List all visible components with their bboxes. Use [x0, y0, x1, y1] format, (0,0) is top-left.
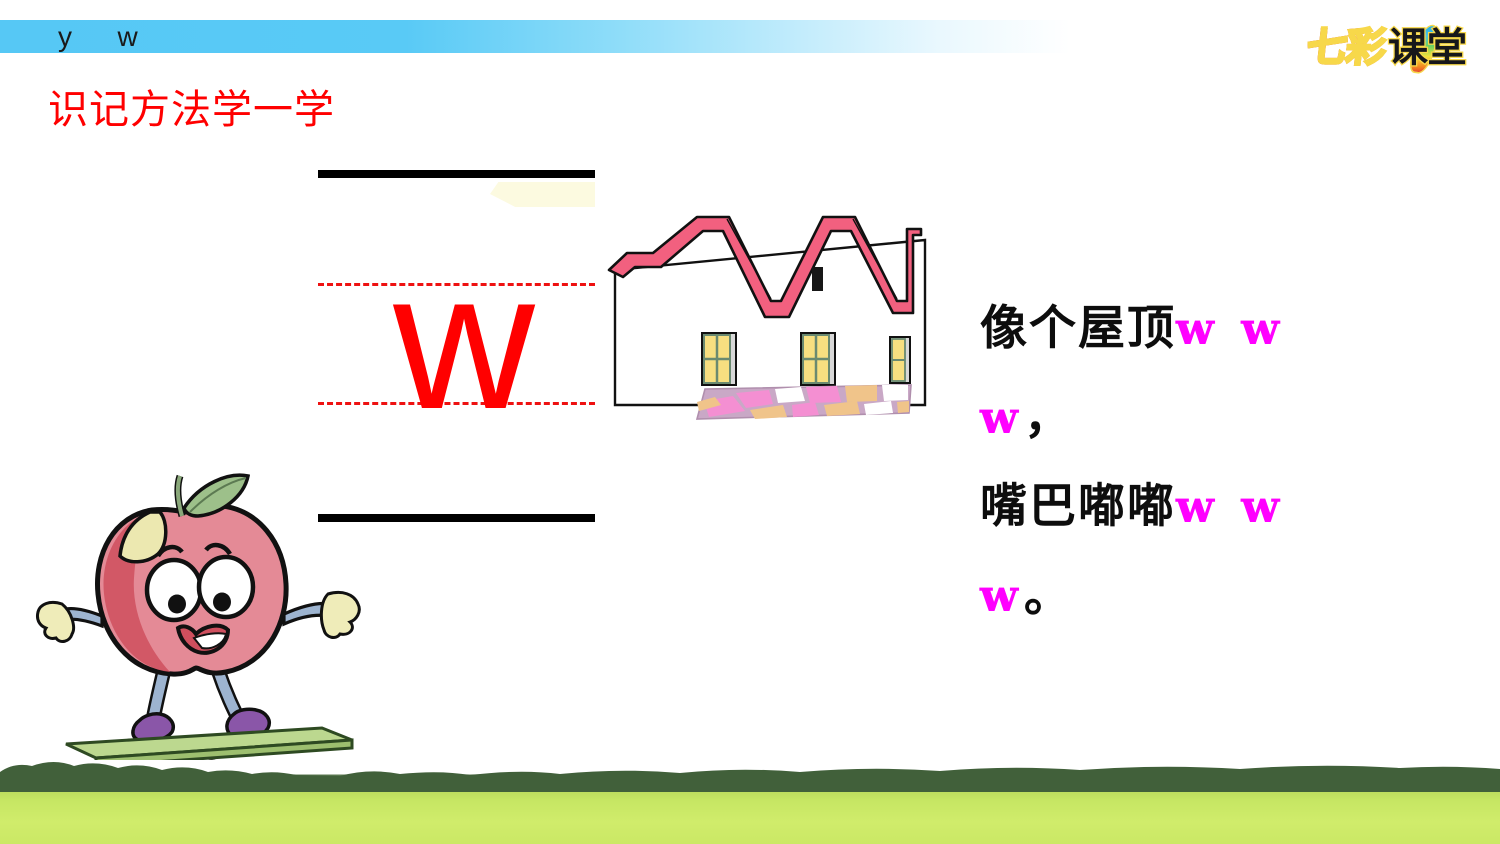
mnemonic-line-3: 嘴巴嘟嘟w w — [980, 463, 1440, 552]
mascot-bite-mark — [118, 510, 168, 564]
mnemonic-line-3-letters: w w — [1176, 482, 1286, 534]
mascot-right-glove — [319, 590, 361, 639]
grid-line-mid-upper — [318, 283, 595, 286]
brand-logo-colored-text: 七彩 — [1303, 24, 1388, 73]
house-stone-path — [695, 384, 912, 420]
mascot-left-pupil — [168, 594, 186, 614]
roof-seam-right — [852, 218, 898, 300]
pinyin-letter-w: w — [393, 231, 535, 450]
mnemonic-line-2-punct: ， — [1023, 390, 1073, 445]
grid-line-top — [318, 170, 595, 178]
mnemonic-line-3-chinese: 嘴巴嘟嘟 — [980, 479, 1176, 534]
mnemonic-line-2-letters: w — [980, 393, 1024, 445]
mascot-left-glove — [36, 600, 76, 643]
house-window-middle — [800, 332, 836, 386]
brand-logo: 七彩 课堂 — [1303, 20, 1469, 76]
mnemonic-line-1-letters: w w — [1176, 304, 1286, 356]
house-roof-w-shape — [607, 215, 923, 319]
house-window-right — [889, 336, 911, 384]
grassland-background — [0, 760, 1500, 844]
mascot-leaf-vein — [189, 477, 247, 513]
mascot-leaf — [182, 473, 251, 518]
mascot-teeth — [192, 632, 228, 650]
mnemonic-line-4: w。 — [980, 552, 1440, 641]
brand-logo-dark-text: 课堂 — [1387, 25, 1469, 71]
apple-mascot-illustration — [22, 432, 402, 792]
house-illustration — [605, 205, 950, 435]
mascot-stem — [175, 475, 184, 517]
mascot-right-eye — [196, 554, 256, 620]
mascot-left-shoe — [131, 712, 175, 744]
mascot-right-eyebrow — [204, 542, 232, 556]
mnemonic-line-1: 像个屋顶w w — [980, 285, 1440, 374]
house-window-left — [701, 332, 737, 386]
header-lesson-letters: y w — [58, 21, 148, 52]
header-gradient-bar — [0, 20, 1070, 53]
grid-line-mid-lower — [318, 402, 595, 405]
mnemonic-line-4-letters: w — [980, 571, 1024, 623]
mascot-right-pupil — [213, 592, 231, 612]
pinyin-four-line-grid: w — [318, 170, 595, 522]
mnemonic-line-1-chinese: 像个屋顶 — [980, 301, 1176, 356]
grid-highlight-shape — [490, 182, 595, 207]
mascot-left-eyebrow — [156, 544, 184, 558]
roof-seam-left — [726, 218, 772, 300]
mnemonic-line-2: w， — [980, 374, 1440, 463]
apple-mascot-svg — [36, 473, 361, 792]
mnemonic-sentence: 像个屋顶w w w， 嘴巴嘟嘟w w w。 — [980, 285, 1440, 641]
house-svg — [607, 215, 927, 420]
mnemonic-line-4-punct: 。 — [1023, 568, 1073, 623]
grid-line-bottom — [318, 514, 595, 522]
page-title: 识记方法学一学 — [48, 88, 335, 132]
chimney — [812, 267, 823, 291]
